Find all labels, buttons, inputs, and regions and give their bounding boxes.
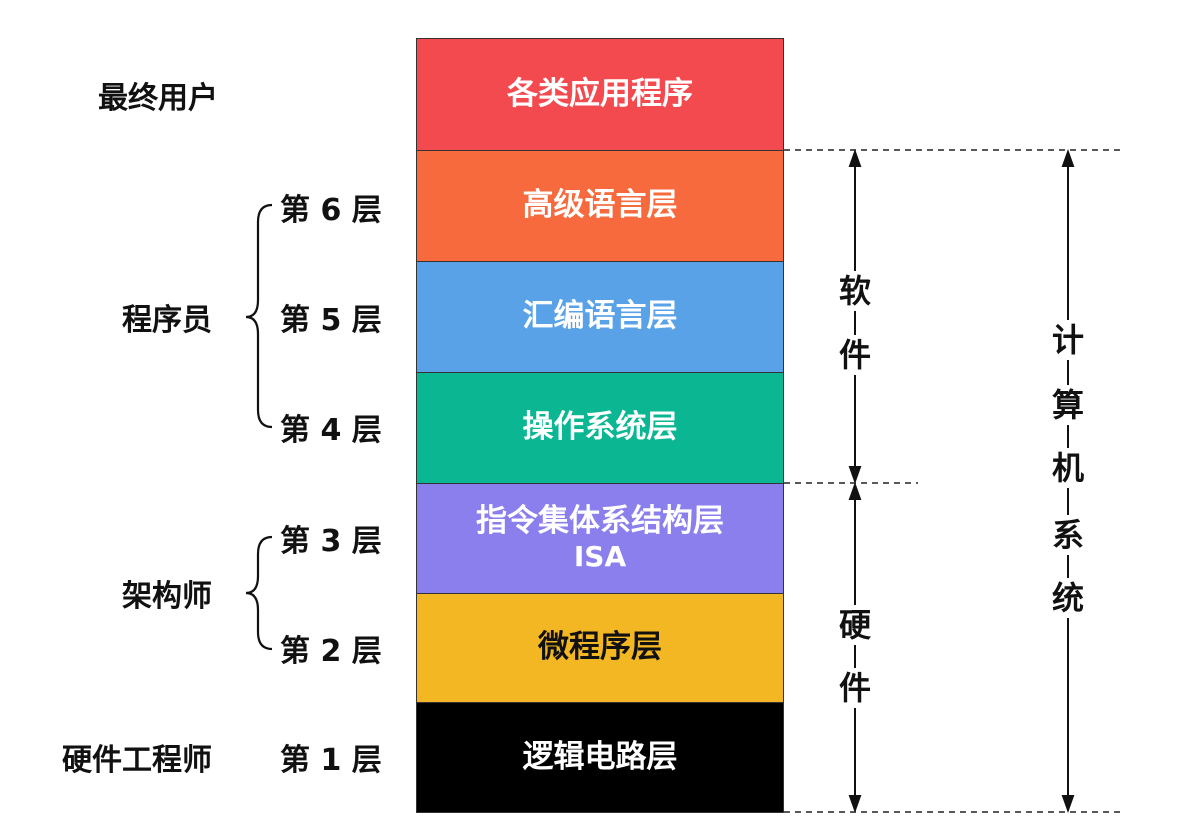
layer-label: 指令集体系结构层 [476,503,724,540]
arrowhead-icon [848,795,862,813]
architect-brace-icon [245,535,273,651]
layer-label: 高级语言层 [522,187,678,224]
role-programmer: 程序员 [122,303,212,338]
computer-system-label-char: 统 [1051,578,1085,618]
layer-sublabel: ISA [573,540,627,574]
arrowhead-icon [848,482,862,500]
layer-logic-circuit: 逻辑电路层 [416,702,784,813]
arrowhead-icon [848,149,862,167]
layer-label: 汇编语言层 [522,298,678,335]
level-4-label: 第 4 层 [280,413,382,448]
role-architect: 架构师 [122,579,212,614]
level-2-label: 第 2 层 [280,634,382,669]
arrowhead-icon [1061,149,1075,167]
computer-system-label-char: 机 [1051,448,1085,488]
arrowhead-icon [1061,795,1075,813]
arrowhead-icon [848,466,862,484]
layer-label: 操作系统层 [522,409,678,446]
layer-operating-system: 操作系统层 [416,372,784,484]
level-3-label: 第 3 层 [280,524,382,559]
computer-system-label-char: 算 [1051,385,1085,425]
role-end-user: 最终用户 [98,81,218,116]
computer-system-label-char: 计 [1051,320,1085,360]
level-1-label: 第 1 层 [280,743,382,778]
layer-label: 逻辑电路层 [522,738,678,775]
role-hardware-engineer: 硬件工程师 [62,743,212,778]
software-label-char: 软 [838,271,872,311]
level-5-label: 第 5 层 [280,303,382,338]
programmer-brace-icon [245,203,273,429]
layer-label: 微程序层 [538,629,662,666]
hardware-label-char: 件 [838,668,872,708]
computer-system-label-char: 系 [1051,515,1085,555]
layer-applications: 各类应用程序 [416,38,784,151]
layer-microprogram: 微程序层 [416,593,784,703]
layer-assembly-language: 汇编语言层 [416,261,784,373]
software-label-char: 件 [838,335,872,375]
hardware-label-char: 硬 [838,605,872,645]
level-6-label: 第 6 层 [280,193,382,228]
layer-label: 各类应用程序 [507,75,693,112]
